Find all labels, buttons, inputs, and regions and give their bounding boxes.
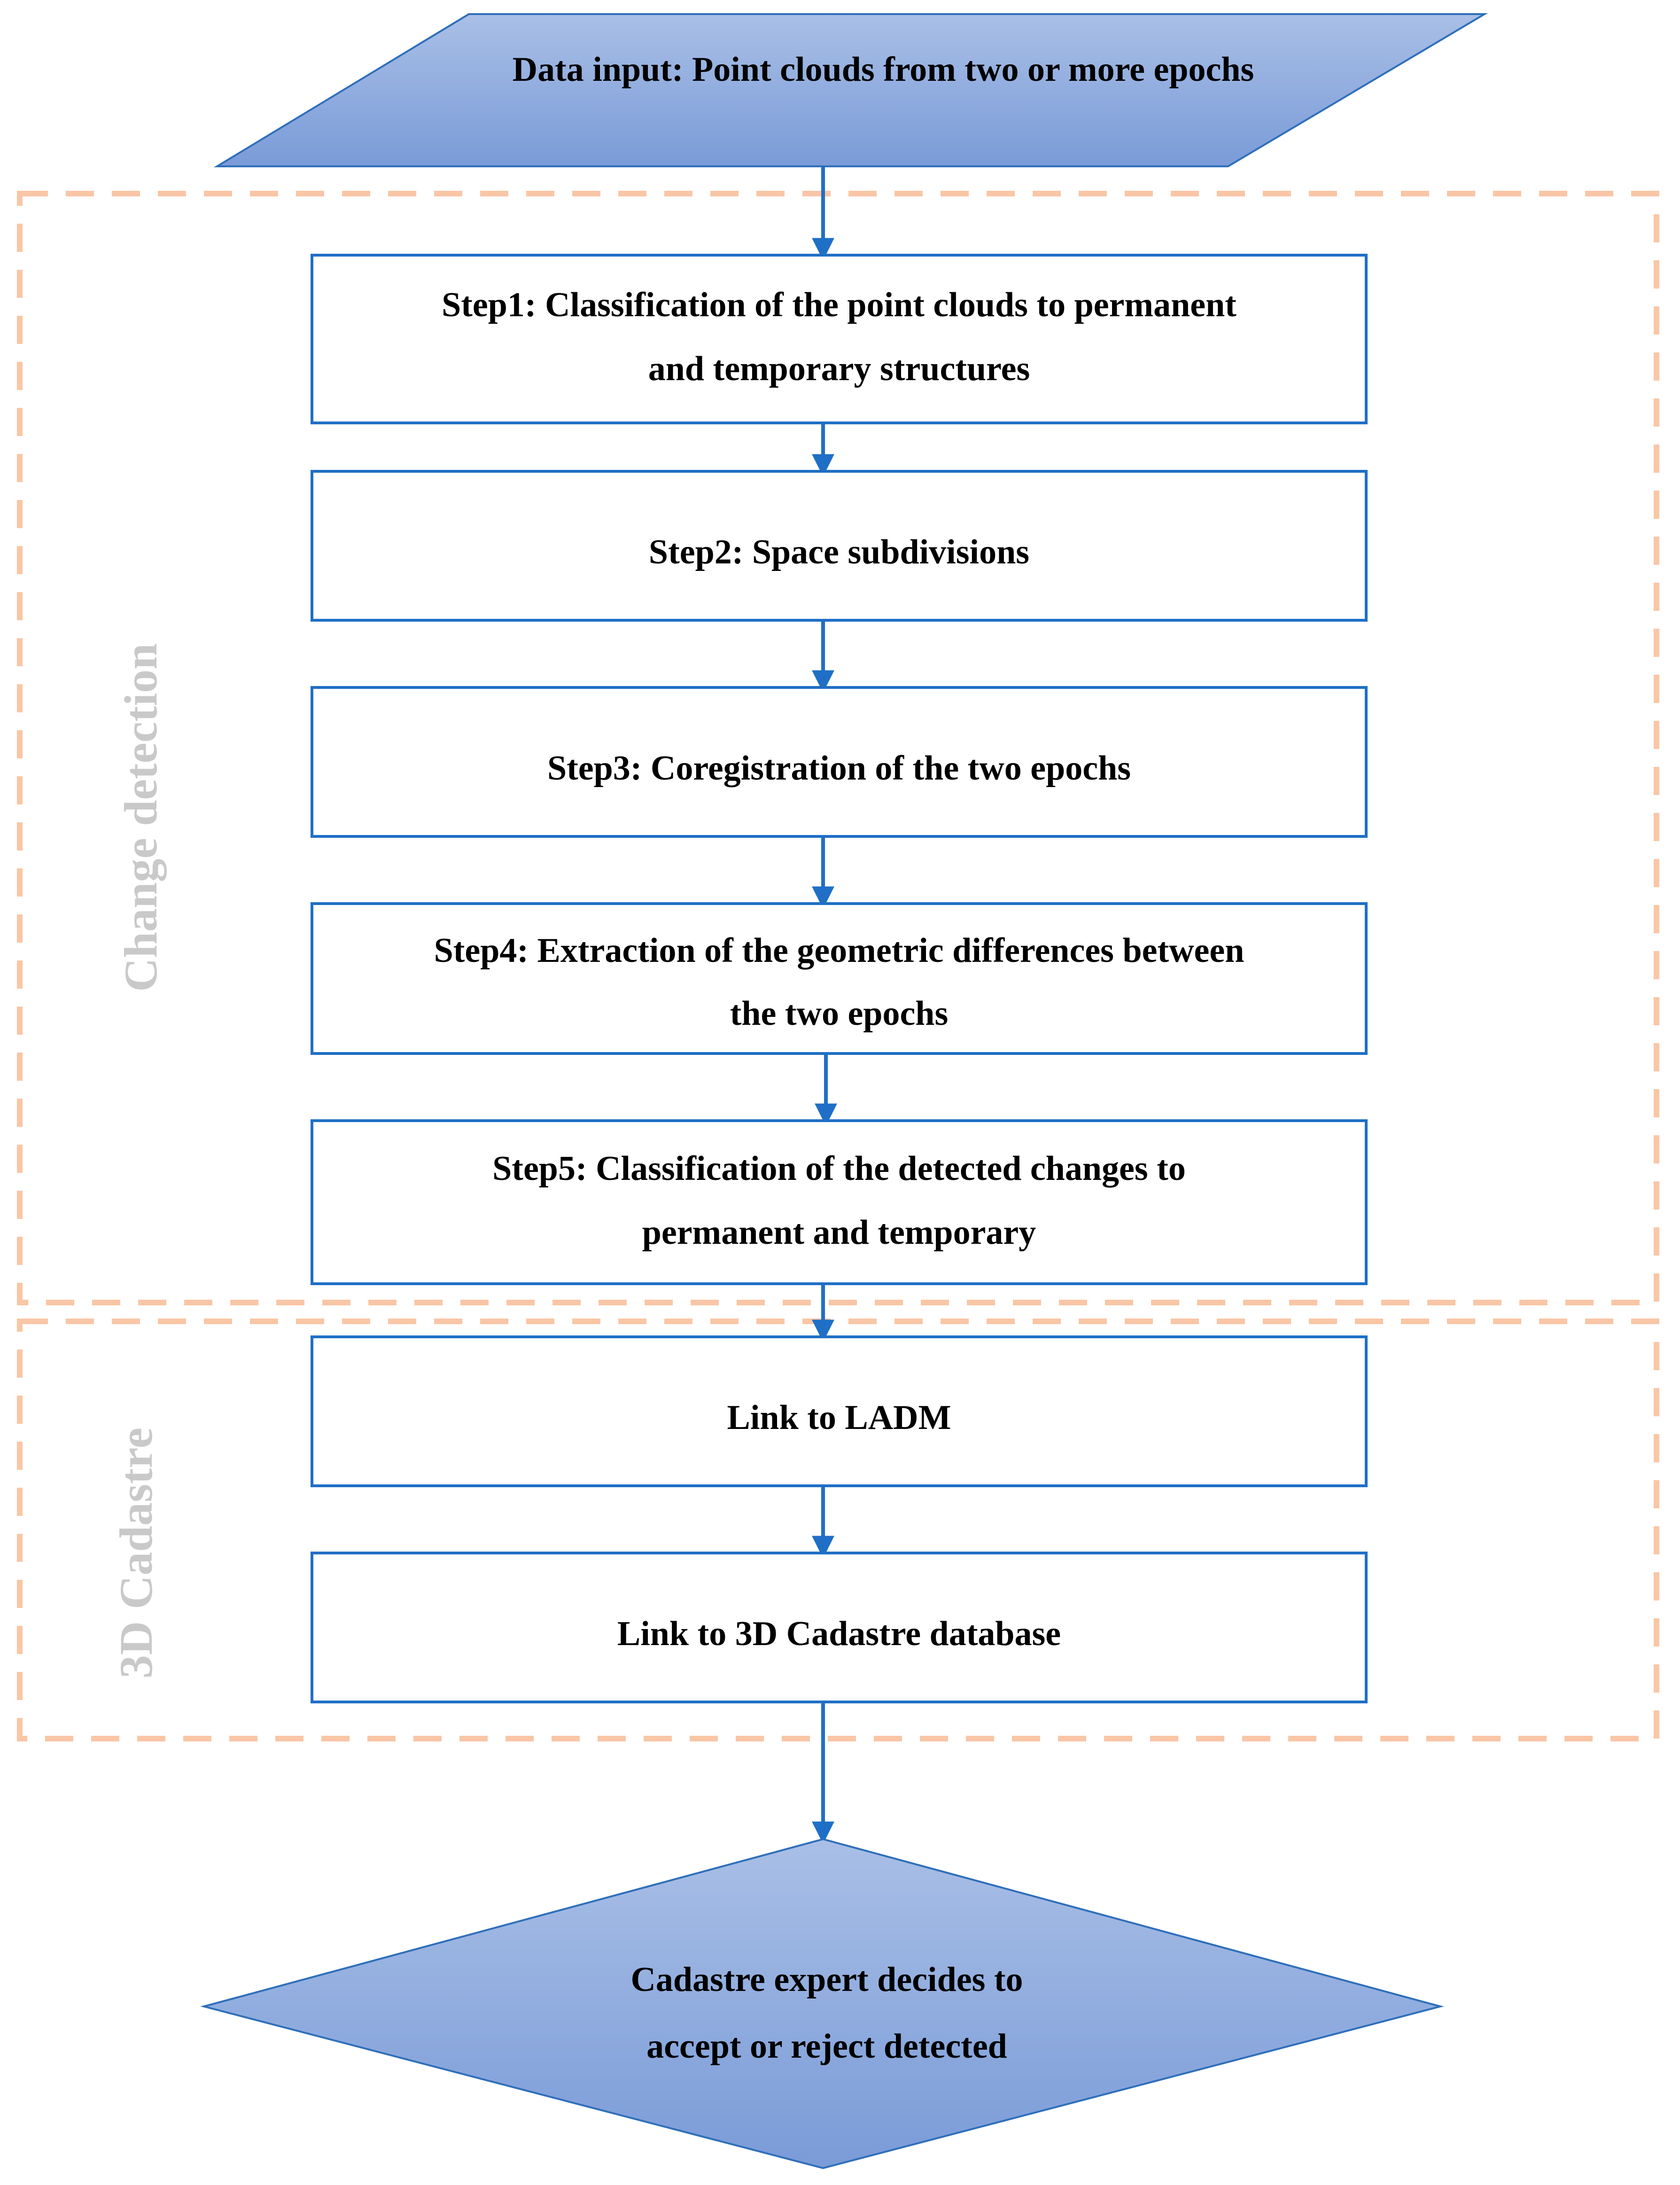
link-database-text: Link to 3D Cadastre database [617, 1615, 1061, 1653]
step5-text-line2: permanent and temporary [642, 1213, 1036, 1252]
change-detection-label: Change detection [115, 643, 167, 992]
decision-diamond [200, 1838, 1444, 2169]
step2-text: Step2: Space subdivisions [649, 533, 1029, 571]
step3-text: Step3: Coregistration of the two epochs [547, 749, 1131, 788]
change-detection-group [17, 191, 1659, 1305]
step3-box [311, 686, 1368, 838]
link-ladm-text: Link to LADM [727, 1398, 951, 1437]
data-input-label: Data input: Point clouds from two or mor… [513, 50, 1254, 89]
step5-box [311, 1119, 1368, 1285]
cadastre-label: 3D Cadastre [110, 1428, 162, 1678]
step2-box [311, 470, 1368, 622]
step4-box [311, 902, 1368, 1055]
link-ladm-box [311, 1335, 1368, 1487]
cadastre-group [17, 1319, 1659, 1741]
step1-text-line2: and temporary structures [648, 350, 1030, 388]
data-input-shape [213, 13, 1488, 167]
connectors [812, 166, 837, 1844]
link-database-box [311, 1552, 1368, 1703]
step4-text-line1: Step4: Extraction of the geometric diffe… [434, 931, 1244, 970]
decision-text-line2: accept or reject detected [646, 2027, 1007, 2066]
step4-text-line2: the two epochs [730, 994, 949, 1033]
step5-text-line1: Step5: Classification of the detected ch… [492, 1149, 1186, 1188]
step1-text-line1: Step1: Classification of the point cloud… [442, 286, 1237, 324]
decision-text-line1: Cadastre expert decides to [630, 1960, 1023, 1999]
step1-box [311, 254, 1368, 424]
